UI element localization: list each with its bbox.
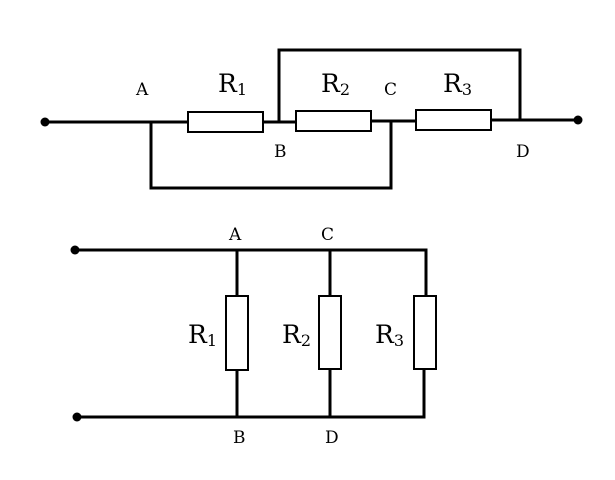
top-label-r1-letter: R [218,69,238,98]
top-bypass-loop-lower [149,121,393,190]
bottom-label-r3-index: 3 [394,331,404,350]
bottom-label-r2-letter: R [282,320,302,349]
bottom-top-rail [75,248,428,296]
bottom-resistor-r1 [225,295,249,371]
bottom-label-r1-index: 1 [207,331,217,350]
top-resistor-r1 [187,111,264,133]
top-node-b: B [274,142,287,162]
bottom-node-c: C [321,225,334,245]
top-label-r1: R1 [218,69,247,99]
top-label-r3: R3 [443,69,472,99]
top-circuit: A B C D R1 R2 R3 [40,48,583,190]
top-node-c: C [384,80,397,100]
top-node-a: A [135,80,149,100]
top-label-r2-letter: R [321,69,341,98]
top-resistor-r3 [415,109,492,131]
bottom-resistor-r2 [318,295,342,370]
bottom-node-b: B [233,428,246,448]
bottom-label-r3: R3 [375,320,404,350]
top-bypass-loop-upper [277,48,522,122]
bottom-node-d: D [325,428,339,448]
bottom-bottom-rail [77,369,426,419]
bottom-label-r2-index: 2 [301,331,311,350]
top-label-r2: R2 [321,69,350,99]
top-label-r1-index: 1 [237,80,247,99]
bottom-label-r2: R2 [282,320,311,350]
bottom-label-r1-letter: R [188,320,208,349]
bottom-label-r3-letter: R [375,320,395,349]
top-label-r3-letter: R [443,69,463,98]
bottom-circuit: A C B D R1 R2 R3 [70,225,437,448]
top-label-r3-index: 3 [462,80,472,99]
top-node-d: D [516,142,530,162]
bottom-node-a: A [228,225,242,245]
bottom-resistor-r3 [413,295,437,370]
top-resistor-r2 [295,110,372,132]
top-label-r2-index: 2 [340,80,350,99]
bottom-label-r1: R1 [188,320,217,350]
